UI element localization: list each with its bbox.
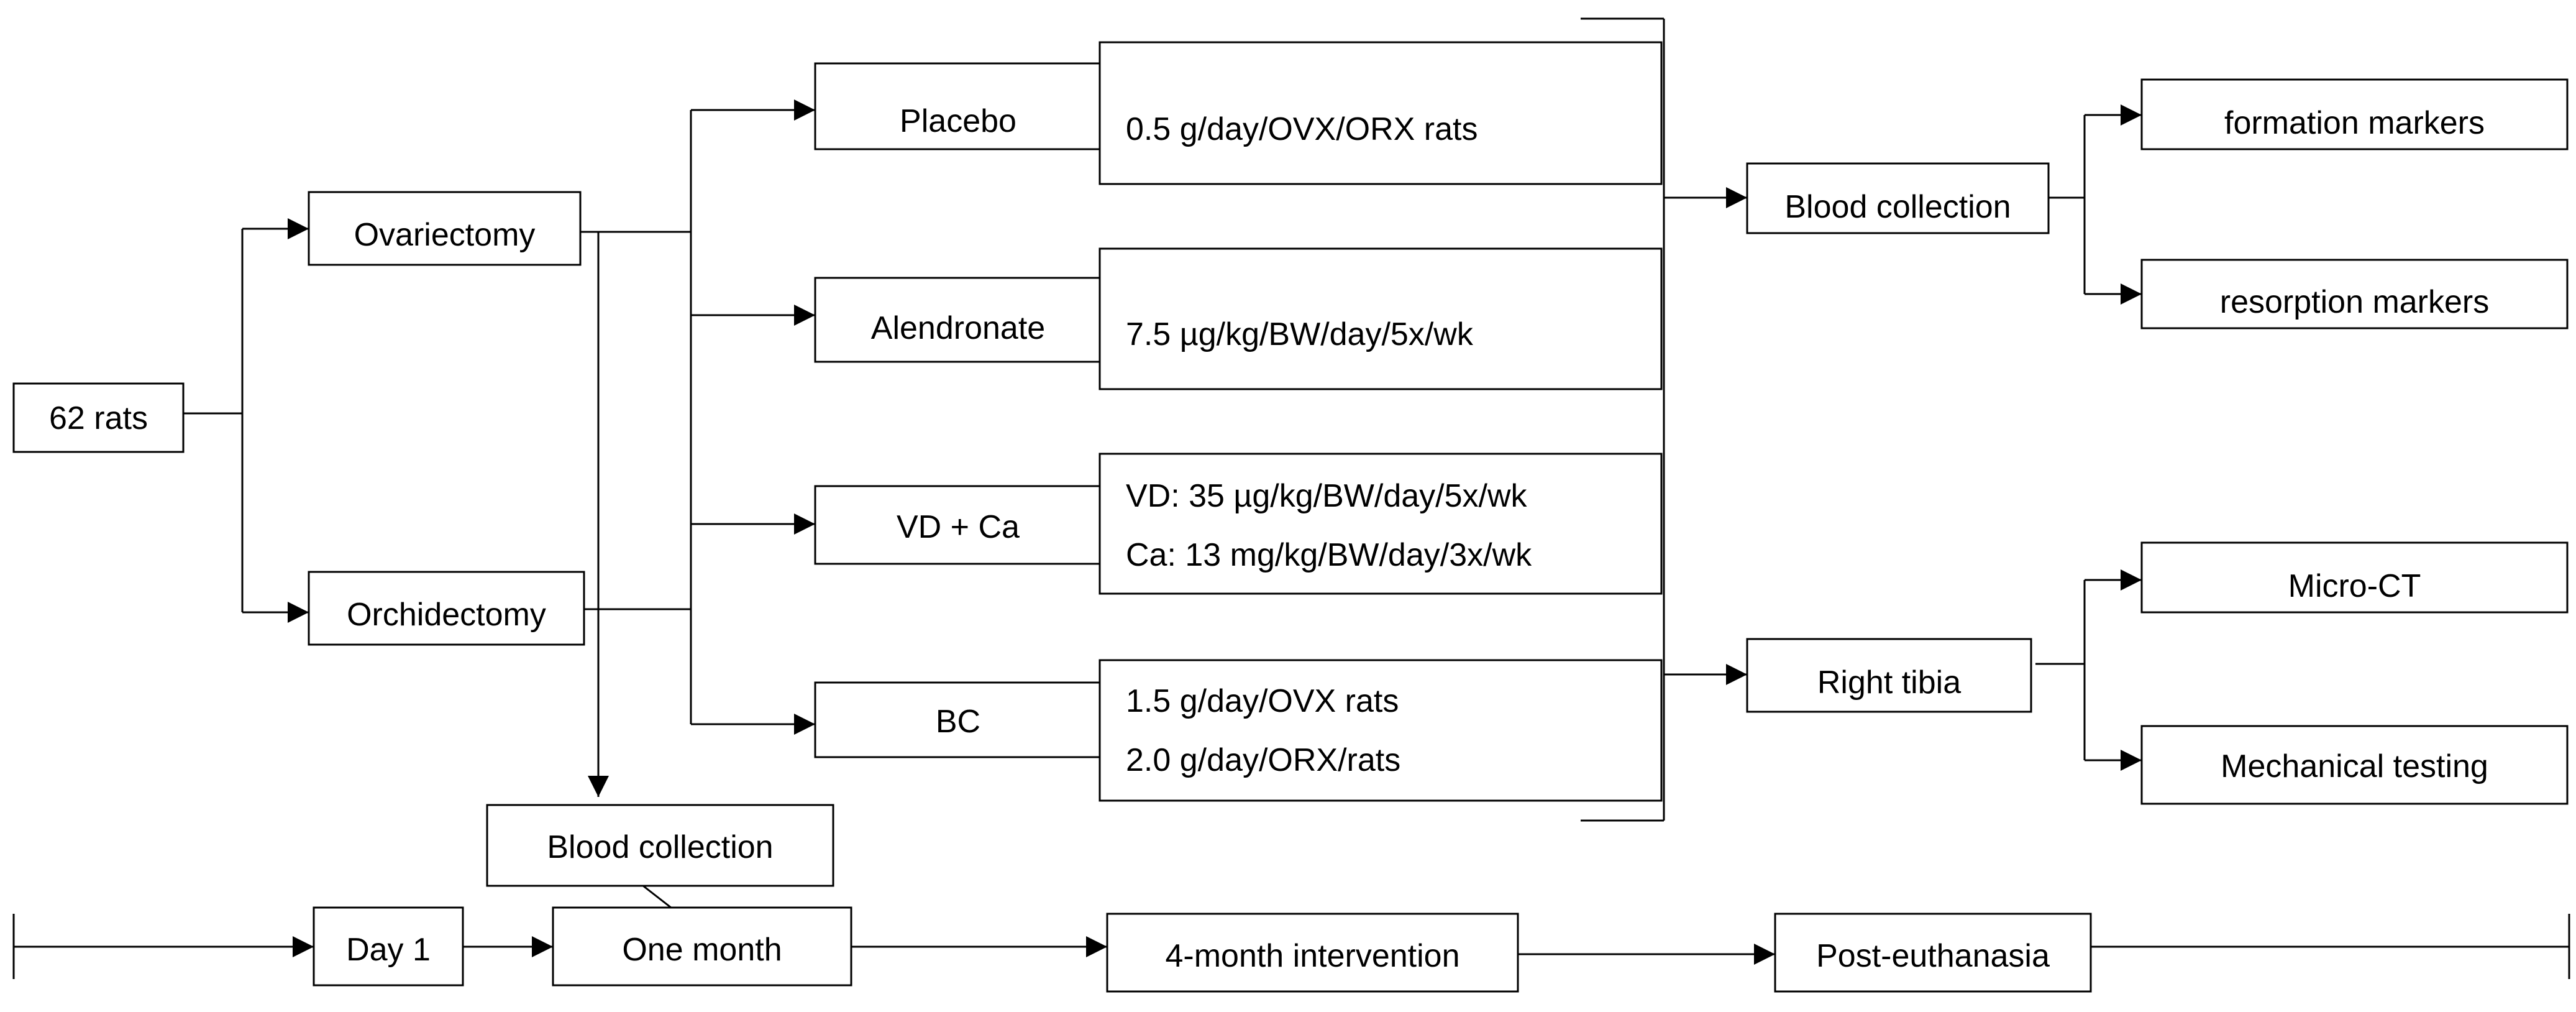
dose-text: 1.5 g/day/OVX rats bbox=[1126, 683, 1399, 719]
group-name: VD + Ca bbox=[897, 509, 1020, 545]
dose-text: 0.5 g/day/OVX/ORX rats bbox=[1126, 111, 1478, 147]
formation-markers-box: formation markers bbox=[2140, 78, 2569, 150]
intervention-label: 4-month intervention bbox=[1165, 938, 1459, 974]
day1-box: Day 1 bbox=[313, 906, 464, 987]
group-name: Alendronate bbox=[871, 310, 1045, 346]
dose-alendronate-box: 7.5 µg/kg/BW/day/5x/wk bbox=[1098, 247, 1663, 390]
group-name: Placebo bbox=[900, 103, 1016, 139]
resorption-markers-box: resorption markers bbox=[2140, 259, 2569, 329]
day1-label: Day 1 bbox=[346, 932, 431, 968]
dose-bc-box: 1.5 g/day/OVX rats 2.0 g/day/ORX/rats bbox=[1098, 659, 1663, 802]
resorption-markers-label: resorption markers bbox=[2220, 284, 2489, 320]
group-placebo-box: Placebo bbox=[814, 62, 1102, 150]
group-name: BC bbox=[936, 704, 980, 740]
right-tibia-label: Right tibia bbox=[1817, 665, 1961, 701]
micro-ct-label: Micro-CT bbox=[2288, 568, 2421, 604]
baseline-blood-collection-label: Blood collection bbox=[547, 829, 773, 865]
dose-text: VD: 35 µg/kg/BW/day/5x/wk bbox=[1126, 478, 1528, 514]
dose-text: 2.0 g/day/ORX/rats bbox=[1126, 742, 1400, 778]
start-label: 62 rats bbox=[49, 400, 148, 436]
mechanical-testing-box: Mechanical testing bbox=[2140, 725, 2569, 805]
orchidectomy-box: Orchidectomy bbox=[308, 571, 585, 646]
orchidectomy-label: Orchidectomy bbox=[347, 597, 546, 633]
one-month-box: One month bbox=[552, 906, 852, 987]
connectors bbox=[12, 17, 2570, 979]
mechanical-testing-label: Mechanical testing bbox=[2221, 748, 2488, 784]
ovariectomy-label: Ovariectomy bbox=[354, 217, 536, 253]
start-box: 62 rats bbox=[12, 382, 185, 453]
micro-ct-box: Micro-CT bbox=[2140, 541, 2569, 614]
group-vdca-box: VD + Ca bbox=[814, 485, 1102, 565]
baseline-blood-collection-box: Blood collection bbox=[486, 804, 834, 887]
post-euthanasia-label: Post-euthanasia bbox=[1816, 938, 2050, 974]
post-euthanasia-box: Post-euthanasia bbox=[1774, 913, 2092, 993]
dose-text: Ca: 13 mg/kg/BW/day/3x/wk bbox=[1126, 537, 1532, 573]
group-alendronate-box: Alendronate bbox=[814, 277, 1102, 363]
blood-collection-label: Blood collection bbox=[1784, 189, 2011, 225]
group-bc-box: BC bbox=[814, 681, 1102, 758]
blood-collection-box: Blood collection bbox=[1746, 162, 2050, 234]
intervention-box: 4-month intervention bbox=[1106, 913, 1519, 993]
dose-vdca-box: VD: 35 µg/kg/BW/day/5x/wk Ca: 13 mg/kg/B… bbox=[1098, 453, 1663, 595]
formation-markers-label: formation markers bbox=[2224, 105, 2485, 141]
right-tibia-box: Right tibia bbox=[1746, 638, 2032, 713]
ovariectomy-box: Ovariectomy bbox=[308, 191, 582, 266]
dose-text: 7.5 µg/kg/BW/day/5x/wk bbox=[1126, 316, 1474, 352]
one-month-label: One month bbox=[622, 932, 782, 968]
dose-placebo-box: 0.5 g/day/OVX/ORX rats bbox=[1098, 41, 1663, 185]
